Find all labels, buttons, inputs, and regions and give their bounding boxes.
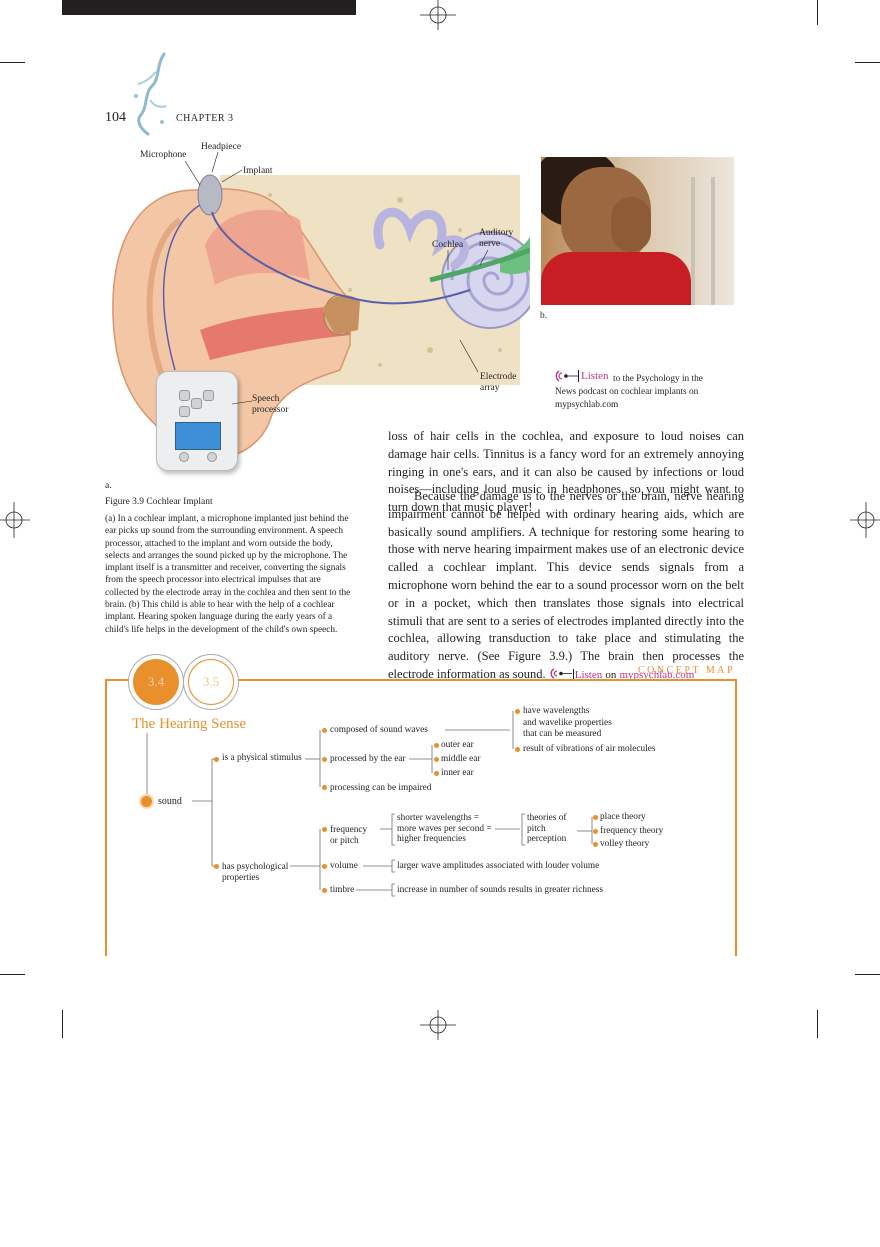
label-b: b. bbox=[540, 311, 548, 321]
figure-caption-body: (a) In a cochlear implant, a microphone … bbox=[105, 514, 351, 635]
label-cochlea: Cochlea bbox=[432, 240, 464, 250]
node-physical-stimulus: is a physical stimulus bbox=[222, 753, 302, 763]
node-wavelike: and wavelike properties that can be meas… bbox=[523, 718, 612, 739]
node-frequency: frequency or pitch bbox=[330, 825, 368, 846]
node-dot bbox=[322, 785, 327, 790]
node-larger-amplitudes: larger wave amplitudes associated with l… bbox=[397, 861, 600, 871]
node-dot bbox=[434, 743, 439, 748]
listen-note-text: to the Psychology in the News podcast on… bbox=[555, 374, 703, 411]
node-dot bbox=[214, 757, 219, 762]
label-electrode-array: Electrode array bbox=[480, 372, 517, 393]
concept-map-tab-3-5[interactable]: 3.5 bbox=[183, 654, 239, 710]
node-dot bbox=[593, 842, 598, 847]
crop-mark bbox=[855, 974, 880, 975]
node-sound: sound bbox=[158, 796, 182, 807]
label-auditory-nerve: Auditory nerve bbox=[479, 228, 514, 249]
node-impaired: processing can be impaired bbox=[330, 783, 432, 793]
node-dot bbox=[322, 888, 327, 893]
node-dot bbox=[515, 709, 520, 714]
crop-mark bbox=[855, 62, 880, 63]
tab-3-4-label: 3.4 bbox=[133, 659, 179, 705]
node-dot bbox=[593, 829, 598, 834]
leader-lines bbox=[184, 151, 489, 405]
node-shorter-wavelengths: shorter wavelengths = more waves per sec… bbox=[397, 813, 492, 844]
label-microphone: Microphone bbox=[140, 150, 187, 160]
node-dot bbox=[434, 757, 439, 762]
mypsychlab-link[interactable]: mypsychlab.com bbox=[619, 668, 695, 681]
page-number: 104 bbox=[105, 110, 126, 125]
node-dot bbox=[214, 864, 219, 869]
node-dot bbox=[322, 728, 327, 733]
water-splash-icon bbox=[134, 52, 167, 136]
body-on-text: on bbox=[605, 668, 617, 681]
concept-map-connectors bbox=[146, 711, 593, 897]
label-a: a. bbox=[105, 481, 112, 491]
listen-audio-icon bbox=[550, 668, 572, 679]
label-headpiece: Headpiece bbox=[201, 142, 242, 152]
crop-mark bbox=[62, 1010, 63, 1038]
node-place-theory: place theory bbox=[600, 812, 646, 822]
body-paragraph-2: Because the damage is to the nerves or t… bbox=[388, 488, 744, 685]
tab-3-5-label: 3.5 bbox=[188, 659, 234, 705]
child-photo bbox=[541, 157, 734, 305]
concept-map-header: CONCEPT MAP bbox=[638, 665, 736, 676]
label-implant: Implant bbox=[243, 166, 273, 176]
crop-mark bbox=[817, 1010, 818, 1038]
concept-map-frame bbox=[105, 679, 737, 956]
node-volley-theory: volley theory bbox=[600, 839, 650, 849]
node-dot bbox=[322, 827, 327, 832]
chapter-label: CHAPTER 3 bbox=[176, 113, 234, 124]
label-speech-processor: Speech processor bbox=[252, 394, 289, 415]
body-paragraph-1: loss of hair cells in the cochlea, and e… bbox=[388, 429, 744, 515]
crop-mark bbox=[817, 0, 818, 25]
listen-link[interactable]: Listen bbox=[578, 370, 609, 382]
node-frequency-theory: frequency theory bbox=[600, 826, 664, 836]
top-black-bar bbox=[62, 0, 356, 15]
node-dot bbox=[593, 815, 598, 820]
node-processed: processed by the ear bbox=[330, 754, 406, 764]
node-theories: theories of pitch perception bbox=[527, 813, 567, 844]
node-vibrations: result of vibrations of air molecules bbox=[523, 744, 656, 754]
node-timbre: timbre bbox=[330, 885, 355, 895]
node-wavelengths: have wavelengths bbox=[523, 706, 590, 716]
registration-mark-icon bbox=[420, 0, 456, 30]
listen-audio-icon bbox=[555, 370, 579, 382]
registration-mark-icon bbox=[850, 502, 880, 538]
node-volume: volume bbox=[330, 861, 358, 871]
node-increase-sounds: increase in number of sounds results in … bbox=[397, 885, 604, 895]
figure-caption-title: Figure 3.9 Cochlear Implant bbox=[105, 497, 213, 507]
body-paragraph-2-text: Because the damage is to the nerves or t… bbox=[388, 489, 744, 681]
speech-processor-device bbox=[156, 371, 238, 471]
node-dot bbox=[434, 771, 439, 776]
concept-map-title: The Hearing Sense bbox=[132, 716, 247, 732]
registration-mark-icon bbox=[0, 502, 30, 538]
node-psychological: has psychological properties bbox=[222, 862, 289, 883]
node-outer-ear: outer ear bbox=[441, 740, 474, 750]
registration-mark-icon bbox=[420, 1010, 456, 1040]
crop-mark bbox=[0, 974, 25, 975]
node-dot bbox=[322, 757, 327, 762]
crop-mark bbox=[0, 62, 25, 63]
node-middle-ear: middle ear bbox=[441, 754, 481, 764]
root-node-dot bbox=[141, 796, 152, 807]
node-dot bbox=[515, 747, 520, 752]
node-inner-ear: inner ear bbox=[441, 768, 474, 778]
body-listen-link[interactable]: Listen bbox=[572, 668, 603, 681]
node-composed: composed of sound waves bbox=[330, 725, 428, 735]
node-dot bbox=[322, 864, 327, 869]
